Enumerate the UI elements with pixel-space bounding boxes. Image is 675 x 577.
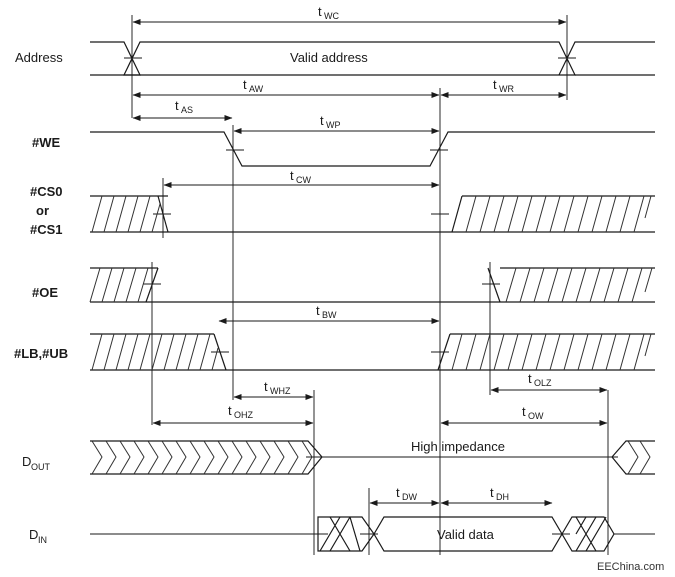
svg-text:t: t bbox=[522, 404, 526, 419]
svg-text:t: t bbox=[228, 403, 232, 418]
cs-waveform bbox=[90, 195, 655, 233]
address-waveform bbox=[90, 41, 655, 76]
svg-text:t: t bbox=[493, 77, 497, 92]
dout-chevrons-right bbox=[627, 440, 651, 475]
tdh-label: t DH bbox=[490, 485, 509, 502]
tohz-label: t OHZ bbox=[228, 403, 254, 420]
twhz-label: t WHZ bbox=[264, 379, 291, 396]
taw-label: t AW bbox=[243, 77, 264, 94]
we-signal-label: #WE bbox=[32, 135, 61, 150]
lb-ub-waveform bbox=[90, 333, 655, 371]
tdw-label: t DW bbox=[396, 485, 417, 502]
watermark-text: EEChina.com bbox=[597, 561, 664, 573]
svg-text:AS: AS bbox=[181, 105, 193, 115]
svg-text:WHZ: WHZ bbox=[270, 386, 291, 396]
svg-text:D: D bbox=[29, 527, 38, 542]
tolz-label: t OLZ bbox=[528, 371, 552, 388]
svg-text:t: t bbox=[264, 379, 268, 394]
cs-hatch-left bbox=[91, 195, 161, 233]
dout-waveform bbox=[90, 440, 655, 475]
twp-label: t WP bbox=[320, 113, 341, 130]
twr-label: t WR bbox=[493, 77, 514, 94]
lb-ub-signal-label: #LB,#UB bbox=[14, 346, 68, 361]
oe-hatch-right bbox=[505, 267, 653, 303]
twc-label: t WC bbox=[318, 4, 339, 21]
svg-text:IN: IN bbox=[38, 535, 47, 545]
svg-text:CW: CW bbox=[296, 175, 311, 185]
cs-or-label: or bbox=[36, 203, 49, 218]
tow-label: t OW bbox=[522, 404, 544, 421]
tbw-label: t BW bbox=[316, 303, 337, 320]
svg-text:OW: OW bbox=[528, 411, 544, 421]
high-impedance-label: High impedance bbox=[411, 439, 505, 454]
tas-label: t AS bbox=[175, 98, 193, 115]
dout-signal-label: D OUT bbox=[22, 454, 51, 472]
cs1-signal-label: #CS1 bbox=[30, 222, 63, 237]
din-waveform bbox=[90, 516, 655, 552]
svg-text:WC: WC bbox=[324, 11, 339, 21]
svg-text:t: t bbox=[528, 371, 532, 386]
svg-text:t: t bbox=[490, 485, 494, 500]
oe-hatch-left bbox=[89, 267, 149, 303]
svg-text:t: t bbox=[290, 168, 294, 183]
lb-ub-hatch-right bbox=[451, 333, 652, 371]
valid-address-label: Valid address bbox=[290, 50, 368, 65]
svg-text:OUT: OUT bbox=[31, 462, 51, 472]
svg-text:t: t bbox=[396, 485, 400, 500]
svg-text:t: t bbox=[318, 4, 322, 19]
tcw-label: t CW bbox=[290, 168, 311, 185]
svg-text:t: t bbox=[243, 77, 247, 92]
oe-waveform bbox=[89, 267, 655, 303]
svg-text:t: t bbox=[175, 98, 179, 113]
dout-chevrons-left bbox=[91, 440, 313, 475]
lb-ub-hatch-left bbox=[91, 333, 219, 371]
svg-text:D: D bbox=[22, 454, 31, 469]
oe-signal-label: #OE bbox=[32, 285, 58, 300]
din-signal-label: D IN bbox=[29, 527, 47, 545]
svg-text:DW: DW bbox=[402, 492, 417, 502]
cs-hatch-right bbox=[465, 195, 652, 233]
svg-text:t: t bbox=[316, 303, 320, 318]
svg-text:WR: WR bbox=[499, 84, 514, 94]
svg-text:t: t bbox=[320, 113, 324, 128]
svg-text:WP: WP bbox=[326, 120, 341, 130]
svg-text:OHZ: OHZ bbox=[234, 410, 254, 420]
svg-text:AW: AW bbox=[249, 84, 264, 94]
we-waveform bbox=[90, 131, 655, 167]
svg-text:BW: BW bbox=[322, 310, 337, 320]
svg-text:OLZ: OLZ bbox=[534, 378, 552, 388]
valid-data-label: Valid data bbox=[437, 527, 495, 542]
cs0-signal-label: #CS0 bbox=[30, 184, 63, 199]
address-signal-label: Address bbox=[15, 50, 63, 65]
svg-text:DH: DH bbox=[496, 492, 509, 502]
